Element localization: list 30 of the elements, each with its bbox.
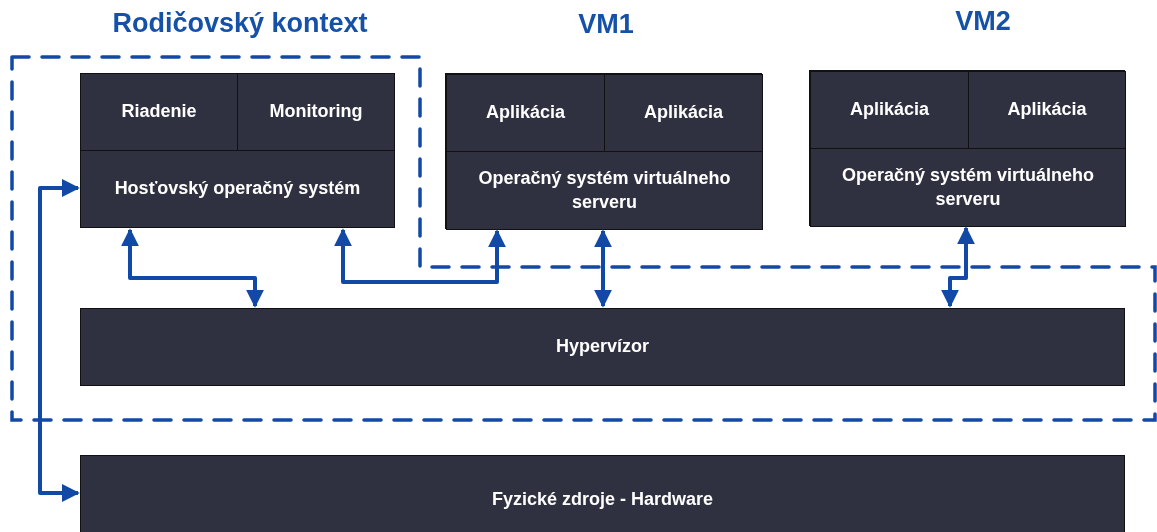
layer-label: Fyzické zdroje - Hardware xyxy=(491,488,714,512)
layer-cell xyxy=(810,148,1126,227)
group-title: VM2 xyxy=(954,6,1012,37)
connector-arrow xyxy=(121,228,264,308)
layer-label: Operačný systém virtuálneho serveru xyxy=(840,164,1096,211)
layer-cell xyxy=(446,74,605,152)
layer-label: Riadenie xyxy=(121,100,197,124)
connector-arrow xyxy=(38,179,80,502)
layer-cell xyxy=(80,150,395,228)
layer-cell xyxy=(80,73,238,151)
layer-label: Aplikácia xyxy=(1007,98,1087,122)
group-title: Rodičovský kontext xyxy=(111,8,369,39)
layer-cell xyxy=(810,71,969,149)
connector-arrow xyxy=(941,226,975,308)
layer-cell xyxy=(80,455,1125,532)
layer-label: Hosťovský operačný systém xyxy=(114,177,361,201)
layer-cell xyxy=(968,71,1126,149)
layer-label: Aplikácia xyxy=(485,101,565,125)
layer-cell xyxy=(237,73,395,151)
layer-label: Aplikácia xyxy=(849,98,929,122)
connector-arrow xyxy=(334,228,506,284)
layer-cell xyxy=(446,151,763,230)
layer-label: Operačný systém virtuálneho serveru xyxy=(477,167,732,214)
hypervisor-label: Hypervízor xyxy=(555,335,649,359)
connector-arrow xyxy=(594,229,612,308)
layer-label: Aplikácia xyxy=(643,101,723,125)
layer-cell xyxy=(80,308,1125,386)
layer-label: Monitoring xyxy=(269,100,363,124)
group-title: VM1 xyxy=(577,9,635,40)
layer-cell xyxy=(604,74,763,152)
